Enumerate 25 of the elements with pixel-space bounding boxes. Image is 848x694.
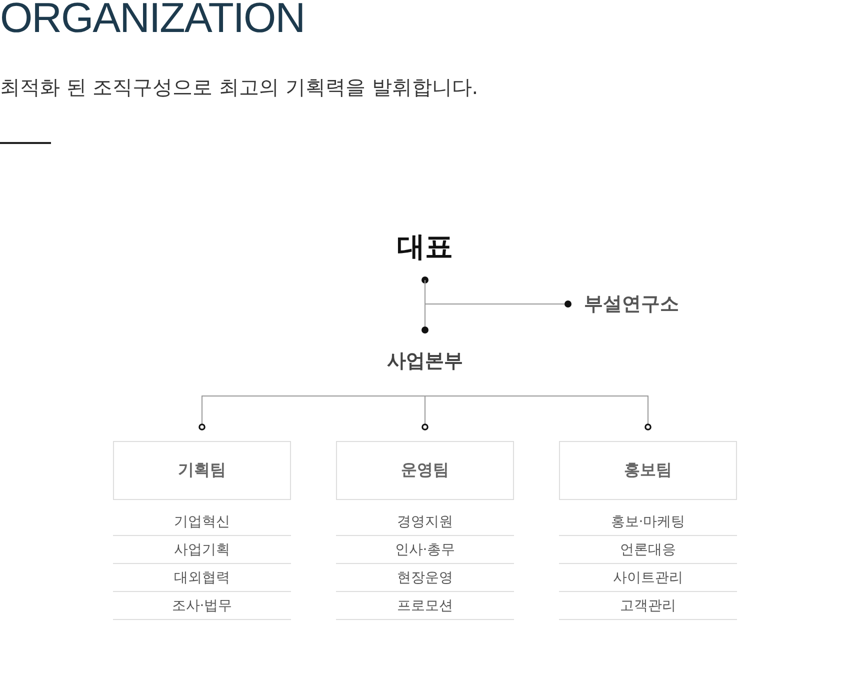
page-title: ORGANIZATION	[0, 0, 305, 42]
connector-line	[422, 396, 428, 430]
connector-line	[422, 276, 428, 334]
duty-item: 홍보·마케팅	[559, 508, 737, 536]
team-box: 홍보팀	[559, 441, 737, 500]
duty-item: 대외협력	[113, 564, 291, 592]
division-label: 사업본부	[387, 349, 463, 374]
subtitle: 최적화 된 조직구성으로 최고의 기획력을 발휘합니다.	[0, 74, 478, 101]
connector-line	[424, 396, 652, 430]
duty-item: 고객관리	[559, 592, 737, 620]
team-box: 기획팀	[113, 441, 291, 500]
duty-item: 경영지원	[336, 508, 514, 536]
duty-item: 언론대응	[559, 536, 737, 564]
duty-item: 사업기획	[113, 536, 291, 564]
duty-item: 사이트관리	[559, 564, 737, 592]
ceo-label: 대표	[397, 229, 453, 265]
connector-line	[198, 396, 426, 430]
duty-item: 프로모션	[336, 592, 514, 620]
duty-item: 조사·법무	[113, 592, 291, 620]
lab-label: 부설연구소	[584, 292, 679, 317]
duty-item: 기업혁신	[113, 508, 291, 536]
connector-line	[424, 280, 572, 308]
duty-item: 현장운영	[336, 564, 514, 592]
duty-item: 인사·총무	[336, 536, 514, 564]
team-box: 운영팀	[336, 441, 514, 500]
